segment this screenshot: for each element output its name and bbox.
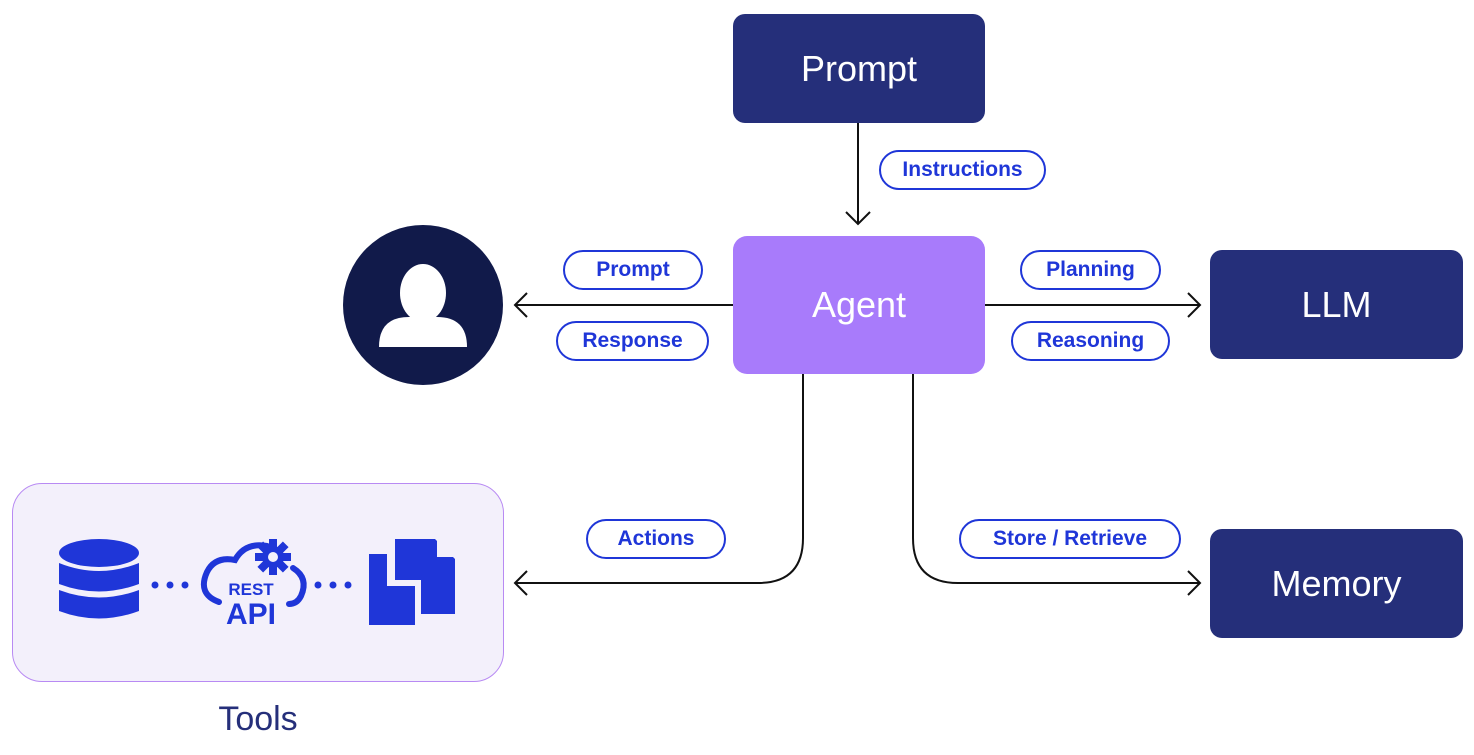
rest-api-icon-top-text: REST (228, 580, 274, 599)
edge-agent-to-memory (912, 374, 1200, 584)
user-icon (379, 264, 467, 347)
tools-box: REST API (12, 483, 504, 682)
edge-label-instructions: Instructions (879, 150, 1046, 190)
user-node (343, 225, 503, 385)
arrowhead-agent-top (845, 211, 871, 226)
rest-api-icon-bottom-text: API (226, 598, 276, 631)
prompt-node: Prompt (733, 14, 985, 123)
documents-icon (369, 539, 455, 625)
edge-label-store-retrieve: Store / Retrieve (959, 519, 1181, 559)
connector-dots-right (314, 581, 352, 589)
memory-node: Memory (1210, 529, 1463, 638)
arrowhead-user (513, 292, 528, 318)
edge-label-prompt: Prompt (563, 250, 703, 290)
tools-icons: REST API (59, 539, 455, 631)
edge-agent-to-tools (515, 374, 804, 584)
connector-dots-left (151, 581, 189, 589)
arrowhead-llm (1187, 292, 1202, 318)
edge-label-response: Response (556, 321, 709, 361)
llm-node-label: LLM (1301, 283, 1372, 325)
memory-node-label: Memory (1271, 562, 1402, 604)
edge-label-planning: Planning (1020, 250, 1161, 290)
agent-node-label: Agent (811, 284, 907, 325)
tools-label: Tools (218, 700, 298, 738)
edge-label-actions: Actions (586, 519, 726, 559)
database-icon (59, 539, 139, 619)
arrowhead-memory (1187, 570, 1202, 596)
arrowhead-tools (513, 570, 528, 596)
prompt-node-label: Prompt (800, 47, 918, 89)
agent-node: Agent (733, 236, 985, 374)
rest-api-icon: REST API (201, 539, 307, 631)
llm-node: LLM (1210, 250, 1463, 359)
edge-label-reasoning: Reasoning (1011, 321, 1170, 361)
